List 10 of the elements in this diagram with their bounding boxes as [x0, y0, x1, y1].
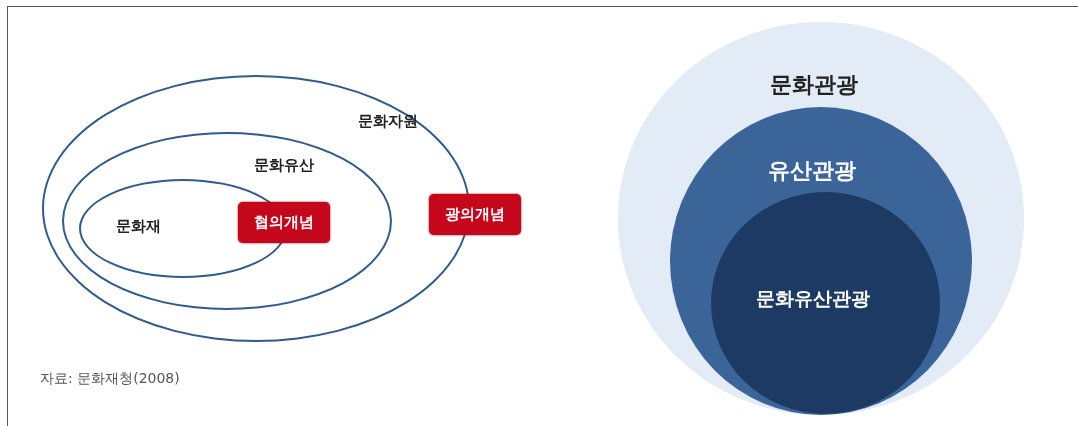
- ellipse: [62, 132, 392, 310]
- region-label: 유산관광: [768, 157, 856, 185]
- region-label: 문화관광: [770, 71, 858, 99]
- region-label: 문화유산관광: [756, 286, 870, 311]
- concept-tag: 협의개념: [238, 202, 330, 243]
- region-label: 문화유산: [254, 156, 314, 175]
- source-note: 자료: 문화재청(2008): [40, 370, 180, 388]
- region-label: 문화자원: [358, 112, 418, 131]
- concept-tag: 광의개념: [429, 194, 521, 235]
- region-label: 문화재: [116, 217, 161, 236]
